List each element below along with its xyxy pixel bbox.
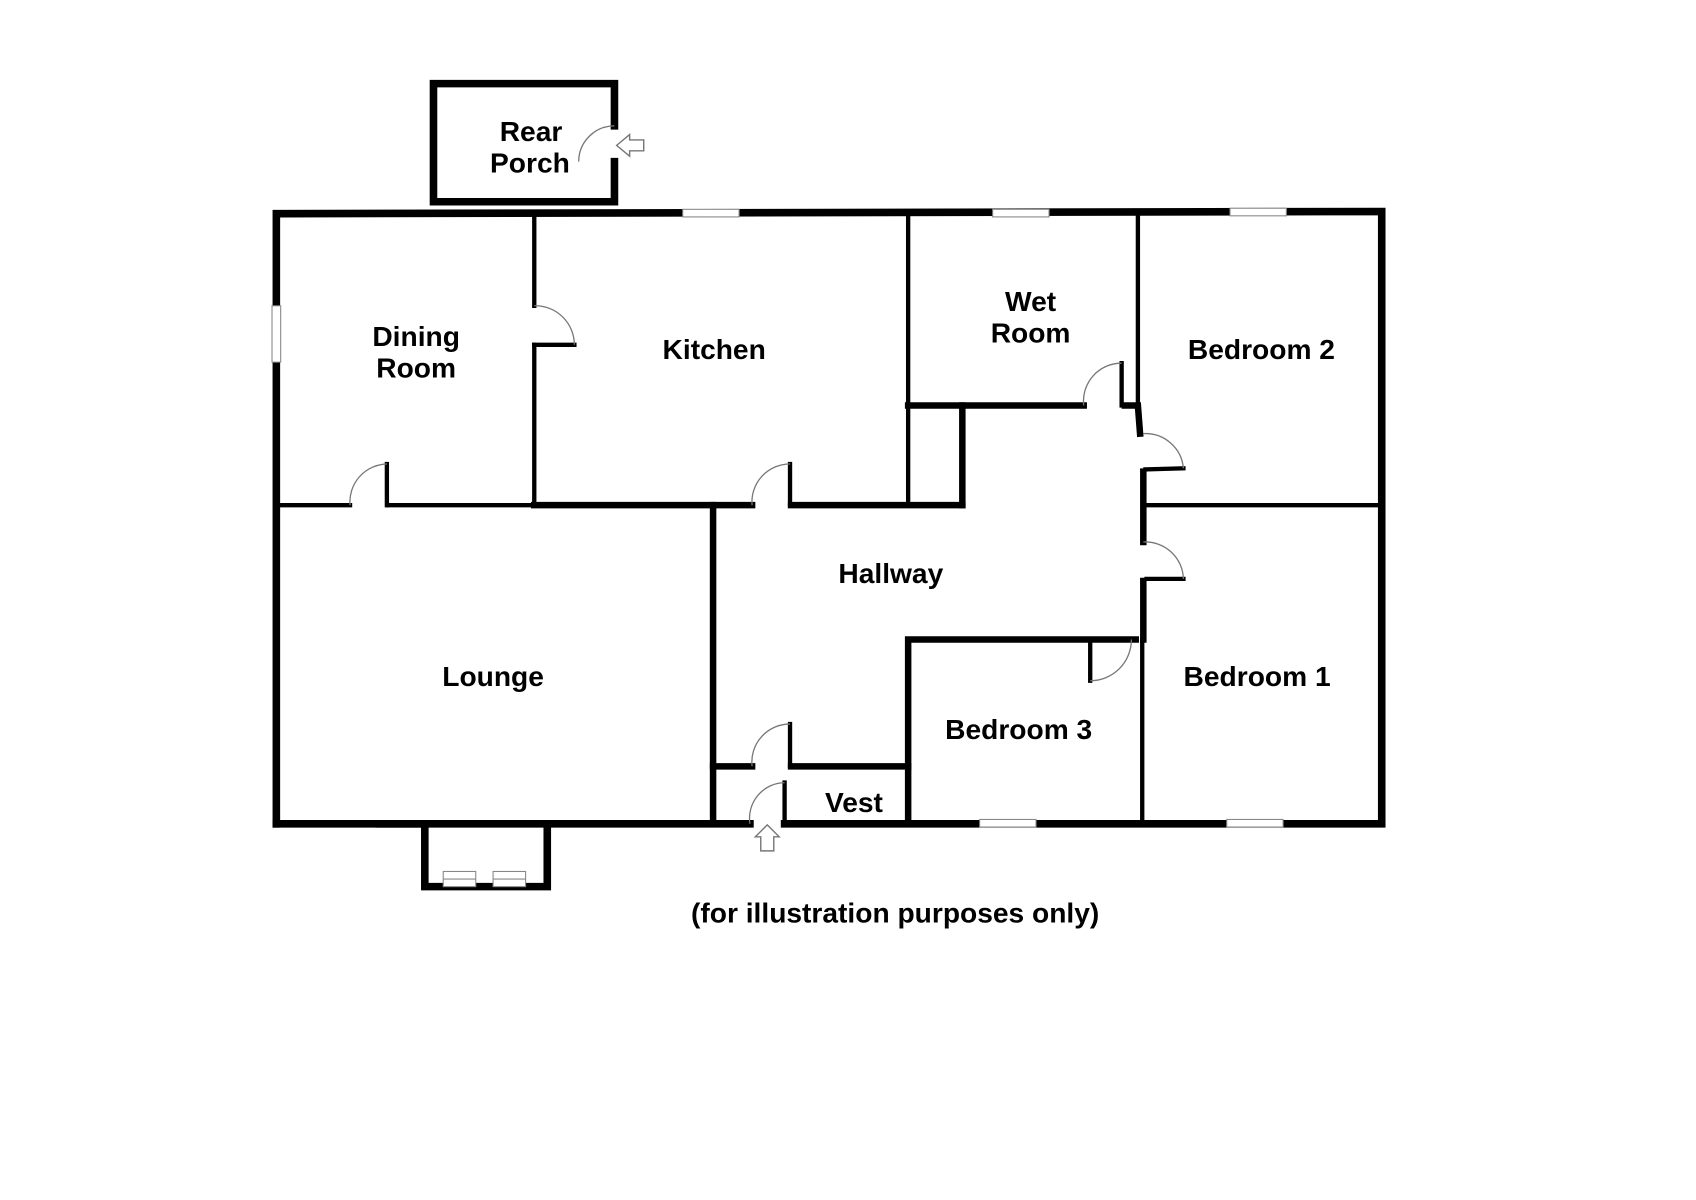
- rear-porch-walls: [429, 79, 619, 206]
- label-lounge: Lounge: [442, 660, 544, 692]
- dining-lounge-door: [349, 463, 387, 506]
- rear-porch-door: [578, 125, 615, 162]
- label-kitchen: Kitchen: [663, 333, 766, 365]
- label-dining-1: Dining: [372, 320, 460, 352]
- label-rear-porch-2: Porch: [490, 146, 570, 178]
- label-vestibule: Vest: [825, 786, 884, 818]
- bedroom3-door: [1090, 639, 1133, 682]
- bedroom2-door: [1143, 432, 1185, 469]
- rear-entry-arrow-icon: [615, 133, 645, 158]
- label-hallway: Hallway: [838, 557, 943, 589]
- interior-walls: [277, 211, 1384, 828]
- label-rear-porch-1: Rear: [500, 115, 563, 147]
- label-wet-room-1: Wet: [1005, 285, 1057, 317]
- bedroom1-door: [1143, 541, 1185, 579]
- label-wet-room-2: Room: [991, 317, 1071, 349]
- label-bedroom-3: Bedroom 3: [945, 713, 1092, 745]
- windows: [271, 207, 1287, 888]
- label-dining-2: Room: [376, 351, 456, 383]
- label-bedroom-2: Bedroom 2: [1188, 333, 1335, 365]
- label-bedroom-1: Bedroom 1: [1184, 660, 1331, 692]
- door-swings: [349, 125, 1185, 824]
- dining-kitchen-door: [534, 305, 576, 345]
- kitchen-hall-door: [751, 463, 791, 506]
- front-entry-arrow-icon: [753, 823, 781, 852]
- footer-note: (for illustration purposes only): [691, 896, 1099, 928]
- hall-vest-door: [751, 723, 791, 767]
- front-door: [748, 781, 785, 824]
- wetroom-door: [1082, 362, 1122, 406]
